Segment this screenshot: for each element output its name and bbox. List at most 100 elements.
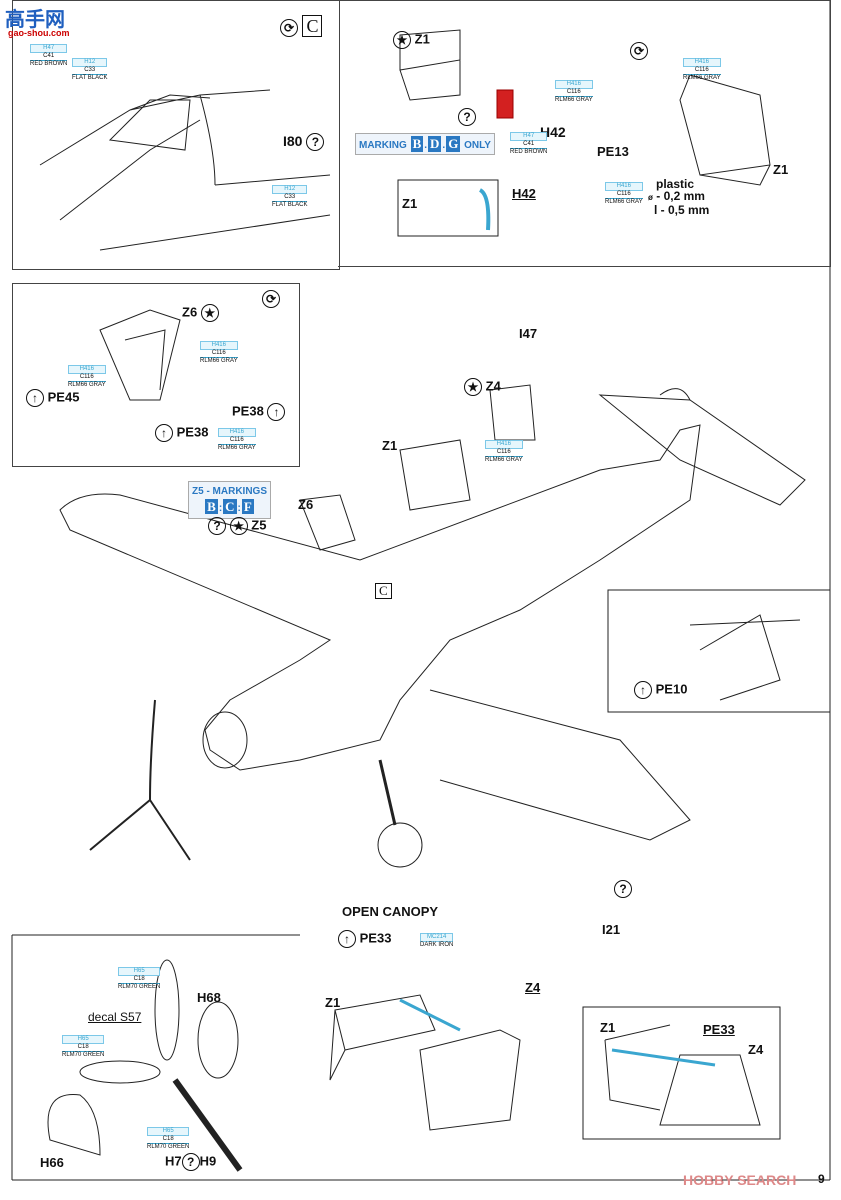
label-text: H7: [165, 1153, 182, 1169]
optional-icon: ?: [181, 1153, 200, 1171]
label-text: H416: [68, 365, 106, 374]
photo-etch-icon: ↑: [338, 930, 356, 948]
propeller-blades: [89, 699, 191, 861]
label-text: RLM66 GRAY: [683, 75, 721, 81]
label-text: H47: [30, 44, 68, 53]
label-text: PE33: [359, 930, 392, 946]
aircraft-right-wing: [429, 689, 691, 841]
tail-inset-line-art: [689, 614, 801, 701]
canopy-z1-frame: [399, 29, 461, 101]
label-text: PE38: [232, 403, 264, 419]
label-text: RLM70 GREEN: [62, 1052, 105, 1058]
inset-pe33-rod: [611, 1048, 716, 1067]
part-label-z1-rear: Z1: [773, 162, 789, 177]
step-tag-c: C: [302, 15, 323, 37]
watermark-logo-cn: 高手网: [5, 9, 65, 31]
label-text: B: [205, 499, 218, 514]
label-text: FLAT BLACK: [72, 75, 108, 81]
pe33-rod: [399, 998, 461, 1032]
decal-label: decal S57: [88, 1010, 142, 1024]
windscreen-z6: [99, 309, 181, 401]
part-label-z1: ★ Z1: [393, 31, 430, 49]
label-text: I80: [283, 133, 303, 149]
prop-blade-left: [79, 1060, 161, 1084]
label-text: RLM66 GRAY: [218, 445, 256, 451]
label-text: H65: [62, 1035, 105, 1044]
step-tag-c: C: [375, 582, 392, 600]
open-canopy-title: OPEN CANOPY: [342, 904, 439, 919]
label-text: C116: [683, 67, 721, 75]
part-label-h66: H66: [40, 1155, 64, 1170]
label-text: ONLY: [464, 140, 491, 151]
label-text: PE45: [47, 389, 80, 405]
label-text: C18: [62, 1044, 105, 1052]
part-label-pe10: ↑ PE10: [634, 681, 687, 699]
rotate-icon: ⟳: [262, 290, 280, 308]
inset-frames: [604, 1024, 761, 1126]
label-text: H47: [510, 132, 548, 141]
part-label-h68: H68: [197, 990, 221, 1005]
panel-cockpit: [12, 0, 340, 270]
prop-blade-top: [154, 959, 180, 1061]
label-text: RLM66 GRAY: [605, 199, 643, 205]
prop-blade-bottom: [172, 1078, 243, 1172]
label-text: C116: [200, 350, 238, 358]
label-text: H12: [72, 58, 108, 67]
part-label-z6: Z6 ★: [182, 304, 219, 322]
label-text: RED BROWN: [30, 61, 68, 67]
label-text: C: [375, 583, 392, 599]
photo-etch-icon: ↑: [155, 424, 173, 442]
spinner-outline: [202, 711, 248, 769]
inset-z1-frame: [397, 179, 499, 237]
spinner-h66: [47, 1094, 101, 1156]
part-label-pe13: PE13: [597, 144, 629, 159]
main-wheel: [377, 822, 423, 868]
rotate-icon: ⟳: [280, 18, 298, 37]
photo-etch-icon: ↑: [267, 403, 286, 421]
part-label-z4: ★ Z4: [464, 378, 501, 396]
open-canopy-inset-frame: [582, 1006, 781, 1140]
label-text: C18: [118, 976, 161, 984]
label-text: C116: [605, 191, 643, 199]
landing-gear-leg: [378, 759, 397, 826]
rotate-icon: ⟳: [262, 290, 280, 308]
canopy-z4-main: [489, 384, 536, 441]
label-text: Z1: [414, 31, 430, 47]
part-label-z4: Z4: [525, 980, 541, 995]
label-text: C18: [147, 1136, 190, 1144]
optional-icon: ?: [208, 517, 226, 535]
part-label-i21: I21: [602, 922, 621, 937]
marking-badge: MARKING B.D.G ONLY: [355, 133, 495, 155]
optional-icon: ?: [614, 880, 632, 898]
label-text: H9: [199, 1153, 217, 1169]
label-text: H65: [147, 1127, 190, 1136]
part-label-z5: ? ★ Z5: [208, 517, 266, 535]
aircraft-tailplane: [598, 388, 806, 506]
star-icon: ★: [229, 517, 248, 535]
label-text: MC214: [420, 933, 454, 942]
label-text: Z5: [251, 517, 267, 533]
plastic-rod-spec: plastic ø - 0,2 mm l - 0,5 mm: [648, 178, 709, 216]
label-text: C33: [72, 67, 108, 75]
open-canopy-frames: [329, 994, 521, 1131]
label-text: D: [428, 136, 442, 152]
optional-icon: ?: [458, 108, 476, 126]
label-text: PE38: [176, 424, 209, 440]
panel-windscreen: [12, 283, 300, 467]
photo-etch-icon: ↑: [26, 389, 44, 407]
label-text: - 0,2 mm: [656, 189, 705, 203]
label-text: C116: [485, 449, 523, 457]
inset-label-z1: Z1: [600, 1020, 616, 1035]
label-text: H416: [485, 440, 523, 449]
label-text: MARKING: [359, 140, 407, 151]
